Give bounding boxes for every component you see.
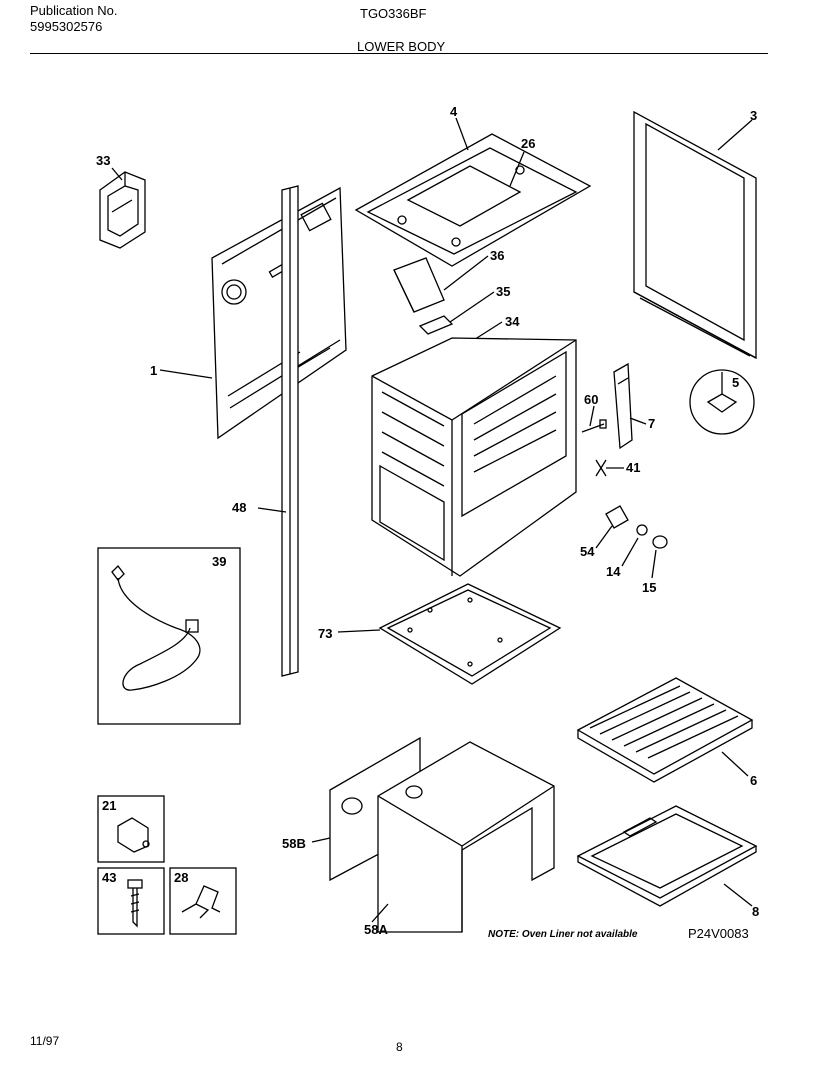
leader-73	[337, 629, 381, 633]
callout-14: 14	[606, 564, 621, 579]
leader-7	[629, 417, 647, 425]
part-5-inset-valve	[689, 369, 755, 435]
leader-54	[595, 525, 613, 549]
part-60-screw	[581, 419, 607, 433]
leader-26	[509, 151, 525, 187]
part-4-burner-box	[354, 133, 592, 267]
section-title: LOWER BODY	[357, 39, 446, 54]
leader-1	[159, 369, 213, 379]
part-48-trim-strip	[281, 185, 299, 677]
leader-48	[257, 507, 287, 513]
part-6-oven-rack	[576, 677, 754, 783]
leader-35	[449, 291, 495, 323]
callout-39: 39	[212, 554, 226, 569]
callout-60: 60	[584, 392, 598, 407]
part-28-inset-box	[169, 867, 237, 935]
callout-6: 6	[750, 773, 757, 788]
leader-58a	[371, 903, 389, 923]
callout-7: 7	[648, 416, 655, 431]
part-36-flue	[393, 257, 445, 313]
model-number: TGO336BF	[360, 6, 427, 21]
callout-36: 36	[490, 248, 504, 263]
callout-43: 43	[102, 870, 116, 885]
leader-3	[717, 119, 753, 151]
callout-41: 41	[626, 460, 640, 475]
part-41-clip	[595, 459, 607, 477]
callout-28: 28	[174, 870, 188, 885]
callout-5: 5	[732, 375, 739, 390]
callout-73: 73	[318, 626, 332, 641]
leader-8	[723, 883, 753, 907]
part-21-inset-box	[97, 795, 165, 863]
part-58a-insulation-wrap	[377, 741, 555, 933]
part-15-lamp-bulb	[652, 535, 668, 549]
callout-8: 8	[752, 904, 759, 919]
callout-58a: 58A	[364, 922, 388, 937]
leader-4	[455, 117, 469, 151]
part-39-power-cord-box	[97, 547, 241, 725]
callout-34: 34	[505, 314, 520, 329]
callout-21: 21	[102, 798, 116, 813]
leader-33	[111, 167, 123, 181]
part-43-inset-box	[97, 867, 165, 935]
callout-48: 48	[232, 500, 246, 515]
part-8-broiler-pan	[576, 805, 758, 907]
callout-35: 35	[496, 284, 510, 299]
part-33-bracket	[99, 171, 146, 249]
callout-3: 3	[750, 108, 757, 123]
part-7-hinge	[613, 362, 633, 450]
callout-1: 1	[150, 363, 157, 378]
callout-26: 26	[521, 136, 535, 151]
footer-date: 11/97	[30, 1034, 60, 1048]
publication-label: Publication No.	[30, 3, 118, 18]
callout-15: 15	[642, 580, 656, 595]
leader-60	[589, 405, 595, 427]
callout-54: 54	[580, 544, 595, 559]
callout-33: 33	[96, 153, 110, 168]
leader-15	[651, 549, 657, 579]
callout-58b: 58B	[282, 836, 306, 851]
leader-6	[721, 751, 749, 777]
oven-liner-note: NOTE: Oven Liner not available	[488, 929, 638, 940]
header-rule	[30, 53, 768, 54]
page-number: 8	[396, 1040, 403, 1054]
leader-36	[443, 255, 489, 291]
part-3-door-frame	[633, 110, 757, 360]
part-54-lamp-socket	[605, 505, 629, 529]
callout-4: 4	[450, 104, 458, 119]
part-35-plate	[418, 315, 454, 335]
oven-body	[371, 337, 577, 577]
diagram-code: P24V0083	[688, 926, 749, 941]
part-1-back-panel	[211, 186, 347, 440]
leader-58b	[311, 837, 331, 843]
part-14-lamp-gasket	[636, 524, 648, 536]
part-73-oven-bottom	[378, 583, 562, 685]
publication-number: 5995302576	[30, 19, 103, 34]
leader-14	[621, 537, 639, 567]
